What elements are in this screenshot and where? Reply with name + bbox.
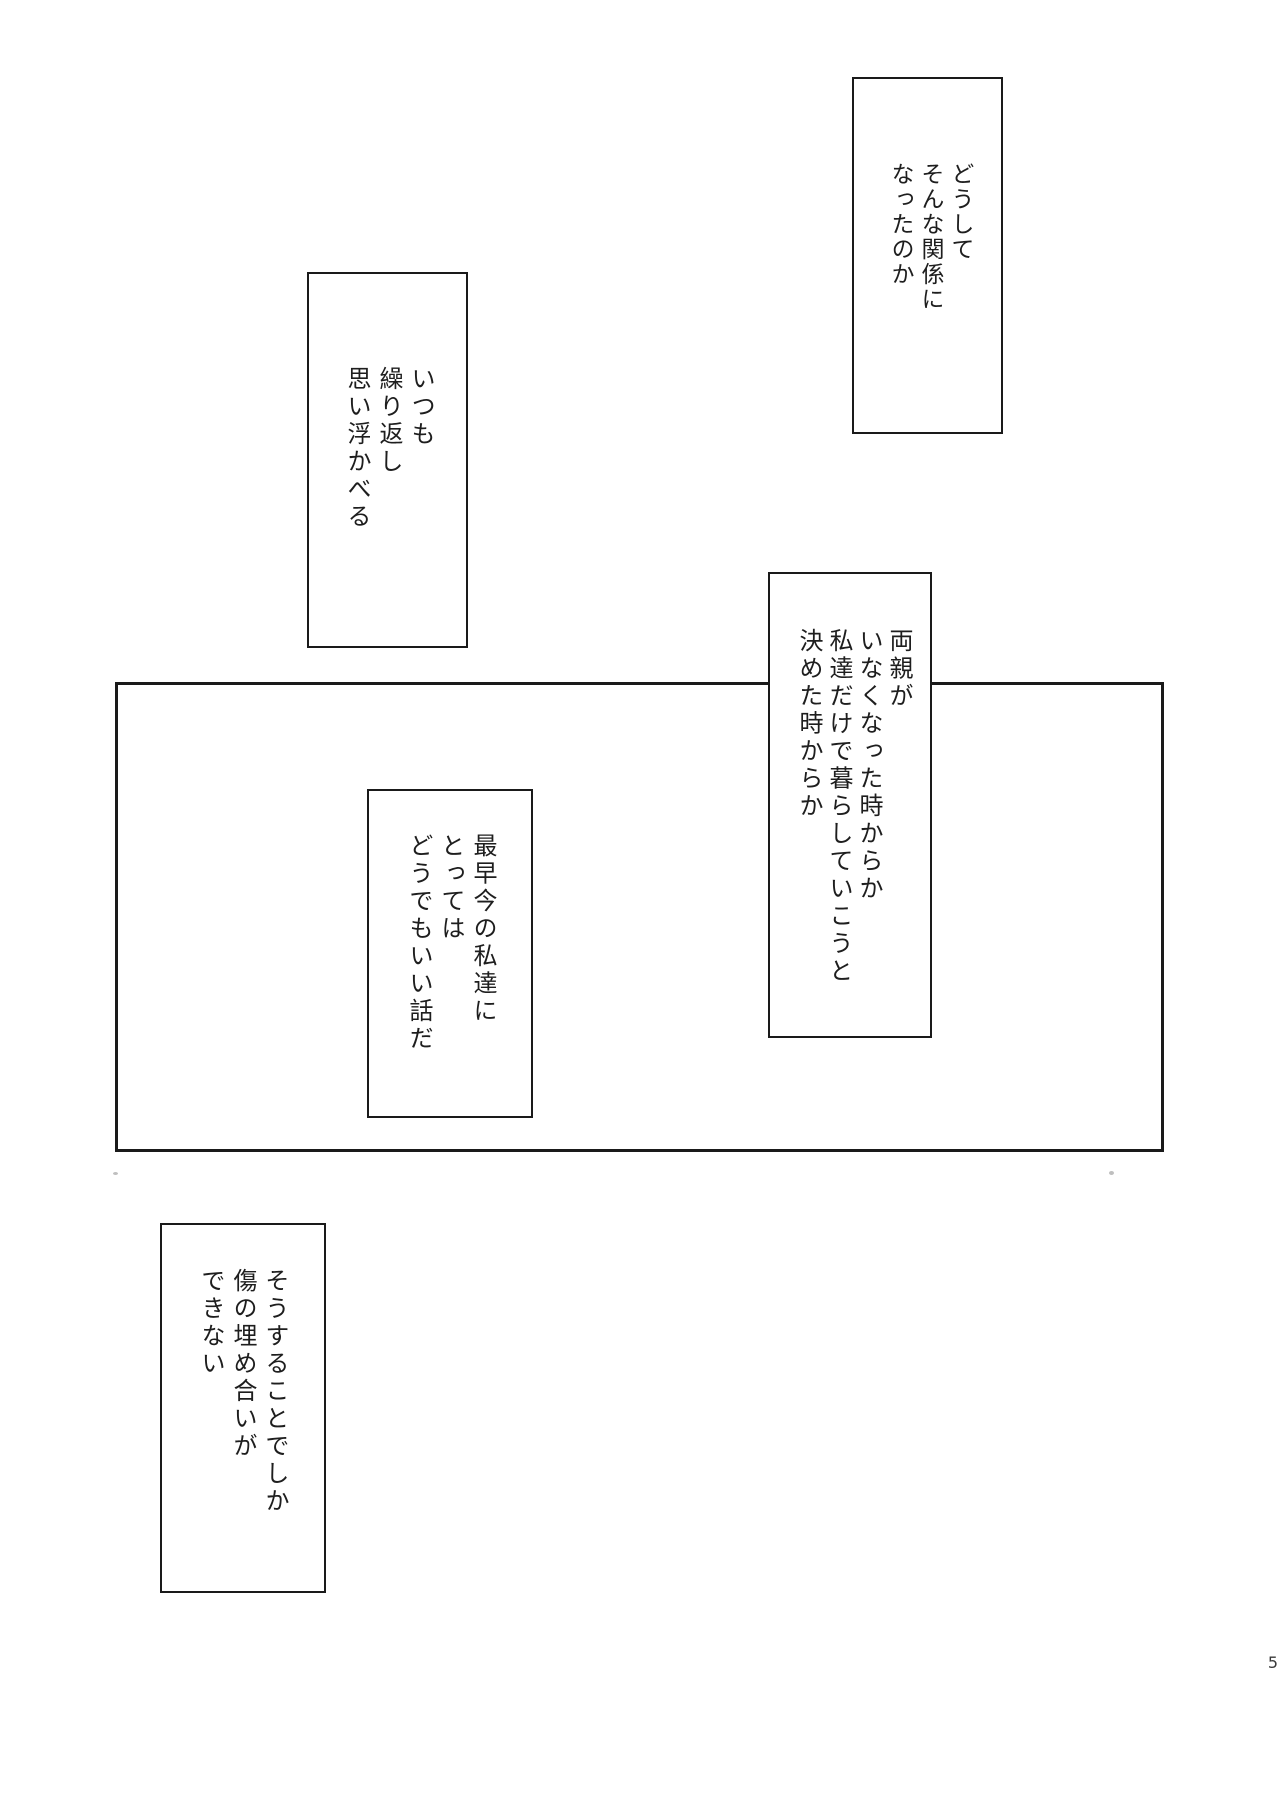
caption-text-top-right: どうして そんな関係に なったのか bbox=[887, 162, 973, 312]
caption-text-bottom-left: そうすることでしか 傷の埋め合いが できない bbox=[197, 1268, 289, 1516]
scan-speck bbox=[1109, 1171, 1114, 1175]
caption-box-panel-center: 最早今の私達に とっては どうでもいい話だ bbox=[367, 789, 533, 1118]
scan-speck bbox=[113, 1172, 118, 1175]
caption-box-panel-right: 両親が いなくなった時からか 私達だけで暮らしていこうと 決めた時からか bbox=[768, 572, 932, 1038]
caption-box-upper-left: いつも 繰り返し 思い浮かべる bbox=[307, 272, 468, 648]
panel-frame bbox=[115, 682, 1164, 1152]
caption-text-panel-center: 最早今の私達に とっては どうでもいい話だ bbox=[405, 833, 497, 1053]
page-number: 5 bbox=[1267, 1653, 1278, 1672]
caption-box-bottom-left: そうすることでしか 傷の埋め合いが できない bbox=[160, 1223, 326, 1593]
caption-text-upper-left: いつも 繰り返し 思い浮かべる bbox=[343, 366, 435, 531]
caption-text-panel-right: 両親が いなくなった時からか 私達だけで暮らしていこうと 決めた時からか bbox=[795, 628, 913, 986]
caption-box-top-right: どうして そんな関係に なったのか bbox=[852, 77, 1003, 434]
